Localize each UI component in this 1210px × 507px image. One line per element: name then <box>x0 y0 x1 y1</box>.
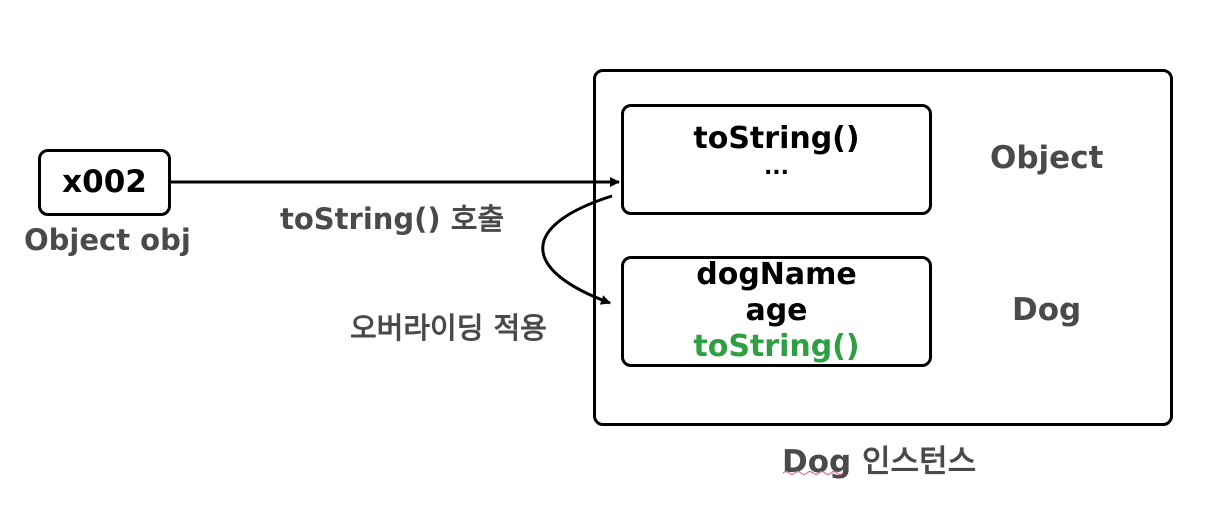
reference-value: x002 <box>62 164 147 200</box>
call-label: toString() 호출 <box>280 202 505 236</box>
reference-box: x002 <box>38 149 171 216</box>
dog-member-tostring-override: toString() <box>693 329 860 364</box>
reference-caption: Object obj <box>24 223 191 257</box>
dog-layer-box: dogName age toString() <box>621 256 932 367</box>
override-label: 오버라이딩 적용 <box>350 311 547 345</box>
object-member-ellipsis: ... <box>763 155 790 180</box>
object-layer-box: toString() ... <box>621 104 932 215</box>
object-member-tostring: toString() <box>693 121 860 156</box>
dog-member-dogname: dogName <box>696 257 857 292</box>
spellcheck-underline <box>783 470 843 476</box>
object-layer-name: Object <box>990 140 1104 176</box>
dog-member-age: age <box>745 293 808 328</box>
override-arrow <box>541 194 613 305</box>
dog-layer-name: Dog <box>1012 292 1082 328</box>
